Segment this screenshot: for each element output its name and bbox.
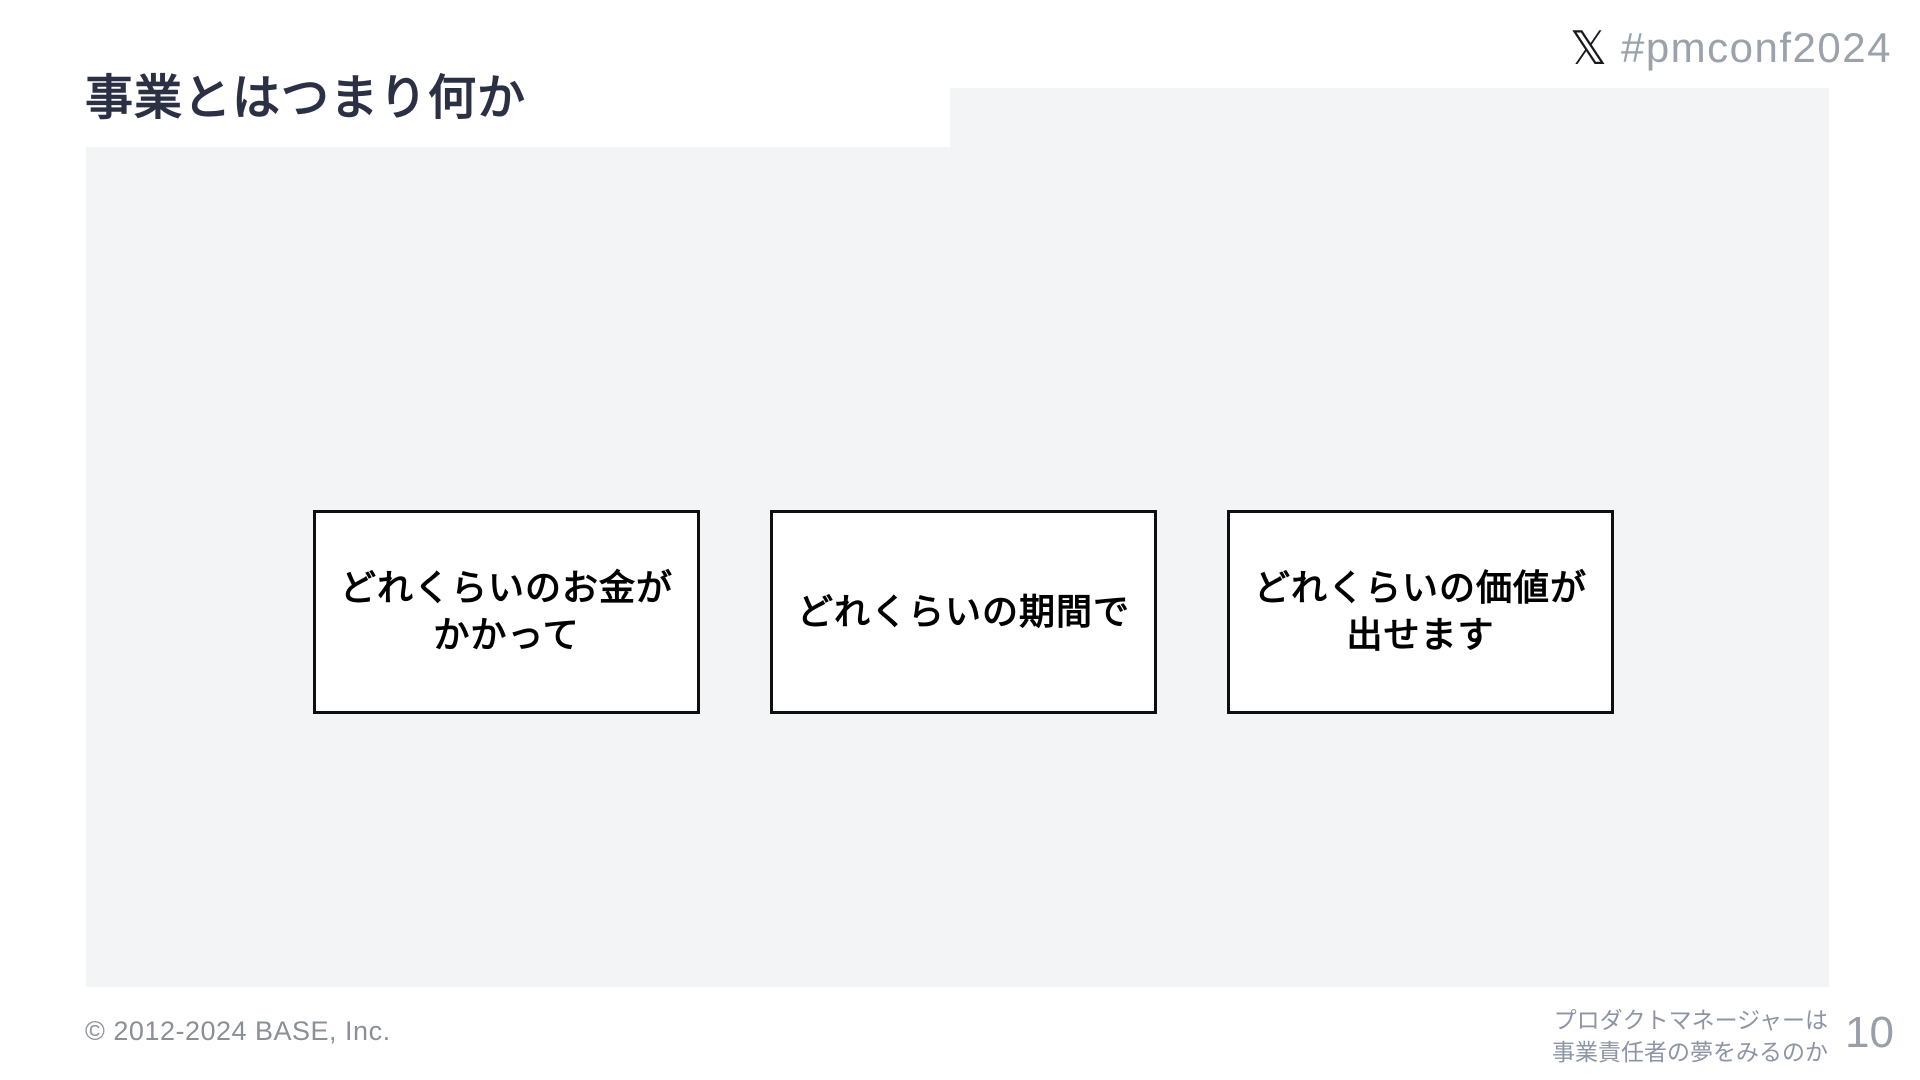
- concept-box-value: どれくらいの価値が 出せます: [1227, 510, 1614, 714]
- hashtag-label: #pmconf2024: [1620, 24, 1892, 71]
- page-number: 10: [1845, 1008, 1894, 1057]
- x-twitter-icon: 𝕏: [1569, 21, 1607, 75]
- page-title: 事業とはつまり何か: [85, 72, 527, 125]
- conference-hashtag: 𝕏 #pmconf2024: [1570, 24, 1892, 72]
- panel-notch: [86, 88, 950, 147]
- deck-title: プロダクトマネージャーは 事業責任者の夢をみるのか: [1552, 1007, 1828, 1066]
- concept-box-cost: どれくらいのお金が かかって: [313, 510, 700, 714]
- concept-box-duration: どれくらいの期間で: [770, 510, 1157, 714]
- copyright-notice: © 2012-2024 BASE, Inc.: [85, 1016, 391, 1046]
